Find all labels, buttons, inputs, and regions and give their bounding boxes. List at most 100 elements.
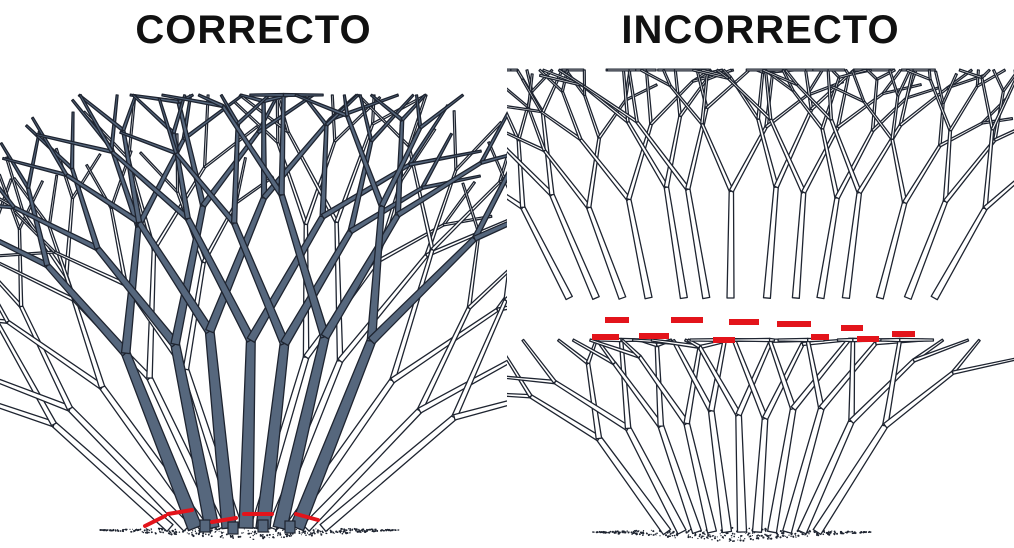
remaining-stem bbox=[900, 338, 934, 341]
soil-speck bbox=[112, 530, 114, 532]
soil-speck bbox=[843, 533, 844, 534]
soil-speck bbox=[299, 531, 301, 533]
old-stem bbox=[262, 101, 267, 198]
soil-speck bbox=[342, 533, 344, 535]
soil-speck bbox=[790, 535, 792, 537]
soil-speck bbox=[627, 531, 629, 533]
soil-speck bbox=[205, 533, 207, 535]
soil-speck bbox=[637, 530, 639, 532]
soil-speck bbox=[296, 529, 297, 530]
removed-branch bbox=[686, 189, 710, 299]
soil-speck bbox=[360, 530, 361, 531]
soil-speck bbox=[697, 538, 698, 539]
soil-speck bbox=[232, 538, 234, 540]
soil-speck bbox=[144, 529, 146, 531]
soil-speck bbox=[356, 528, 358, 530]
removed-branch bbox=[646, 69, 656, 71]
soil-speck bbox=[731, 535, 733, 537]
soil-speck bbox=[122, 529, 124, 531]
soil-speck bbox=[783, 532, 785, 534]
soil-speck bbox=[656, 533, 658, 535]
soil-speck bbox=[699, 534, 701, 536]
soil-speck bbox=[143, 532, 144, 533]
soil-speck bbox=[603, 531, 605, 533]
soil-speck bbox=[688, 535, 689, 536]
soil-speck bbox=[864, 531, 866, 533]
soil-speck bbox=[283, 536, 285, 538]
soil-speck bbox=[740, 535, 742, 537]
soil-speck bbox=[670, 533, 672, 535]
soil-speck bbox=[785, 536, 786, 537]
soil-speck bbox=[618, 532, 619, 533]
removed-branch bbox=[842, 192, 861, 298]
stem-stump bbox=[258, 520, 268, 532]
soil-speck bbox=[740, 539, 742, 541]
soil-speck bbox=[675, 537, 676, 538]
old-stem bbox=[232, 124, 240, 223]
stem-stump bbox=[200, 520, 210, 532]
soil-speck bbox=[714, 537, 716, 539]
soil-speck bbox=[788, 535, 789, 536]
soil-speck bbox=[317, 531, 319, 533]
soil-speck bbox=[221, 532, 223, 534]
soil-speck bbox=[642, 533, 643, 534]
light-branch bbox=[391, 308, 498, 382]
soil-speck bbox=[737, 540, 738, 541]
soil-speck bbox=[643, 530, 644, 531]
soil-speck bbox=[795, 537, 796, 538]
removed-branch bbox=[817, 197, 839, 298]
soil-speck bbox=[339, 530, 341, 532]
soil-speck bbox=[861, 532, 862, 533]
soil-speck bbox=[827, 532, 828, 533]
soil-speck bbox=[362, 530, 363, 531]
light-branch bbox=[453, 111, 457, 170]
soil-speck bbox=[734, 533, 735, 534]
soil-speck bbox=[250, 533, 252, 535]
soil-speck bbox=[159, 529, 161, 531]
soil-speck bbox=[262, 534, 264, 536]
soil-speck bbox=[202, 532, 204, 534]
soil-speck bbox=[261, 535, 262, 536]
soil-speck bbox=[394, 529, 395, 530]
soil-speck bbox=[725, 535, 726, 536]
soil-speck bbox=[646, 533, 648, 535]
removed-branch bbox=[928, 70, 931, 80]
soil-speck bbox=[208, 534, 210, 536]
soil-speck bbox=[169, 530, 171, 532]
soil-speck bbox=[319, 530, 320, 531]
soil-speck bbox=[707, 535, 709, 537]
soil-speck bbox=[711, 539, 712, 540]
soil-speck bbox=[248, 530, 249, 531]
soil-speck bbox=[301, 534, 302, 535]
soil-speck bbox=[745, 533, 746, 534]
soil-speck bbox=[349, 532, 351, 534]
soil-speck bbox=[776, 537, 778, 539]
soil-speck bbox=[279, 534, 281, 536]
soil-speck bbox=[331, 531, 333, 533]
old-stem bbox=[71, 112, 75, 168]
soil-speck bbox=[279, 532, 281, 534]
soil-speck bbox=[635, 530, 637, 532]
soil-speck bbox=[266, 534, 268, 536]
soil-speck bbox=[709, 534, 710, 535]
soil-speck bbox=[809, 530, 811, 532]
soil-speck bbox=[288, 535, 289, 536]
soil-speck bbox=[147, 531, 148, 532]
soil-speck bbox=[171, 533, 173, 535]
soil-speck bbox=[738, 537, 739, 538]
soil-speck bbox=[262, 537, 264, 539]
removed-branch bbox=[913, 69, 935, 71]
soil-speck bbox=[398, 529, 399, 530]
soil-speck bbox=[278, 532, 280, 534]
soil-speck bbox=[362, 529, 364, 531]
remaining-stem bbox=[638, 356, 689, 425]
soil-speck bbox=[179, 531, 181, 533]
soil-speck bbox=[310, 533, 311, 534]
soil-speck bbox=[714, 536, 715, 537]
incorrect-shrub-illustration bbox=[507, 0, 1014, 548]
soil-speck bbox=[744, 538, 745, 539]
soil-speck bbox=[626, 530, 627, 531]
soil-speck bbox=[103, 529, 105, 531]
soil-speck bbox=[643, 534, 644, 535]
soil-speck bbox=[133, 531, 134, 532]
